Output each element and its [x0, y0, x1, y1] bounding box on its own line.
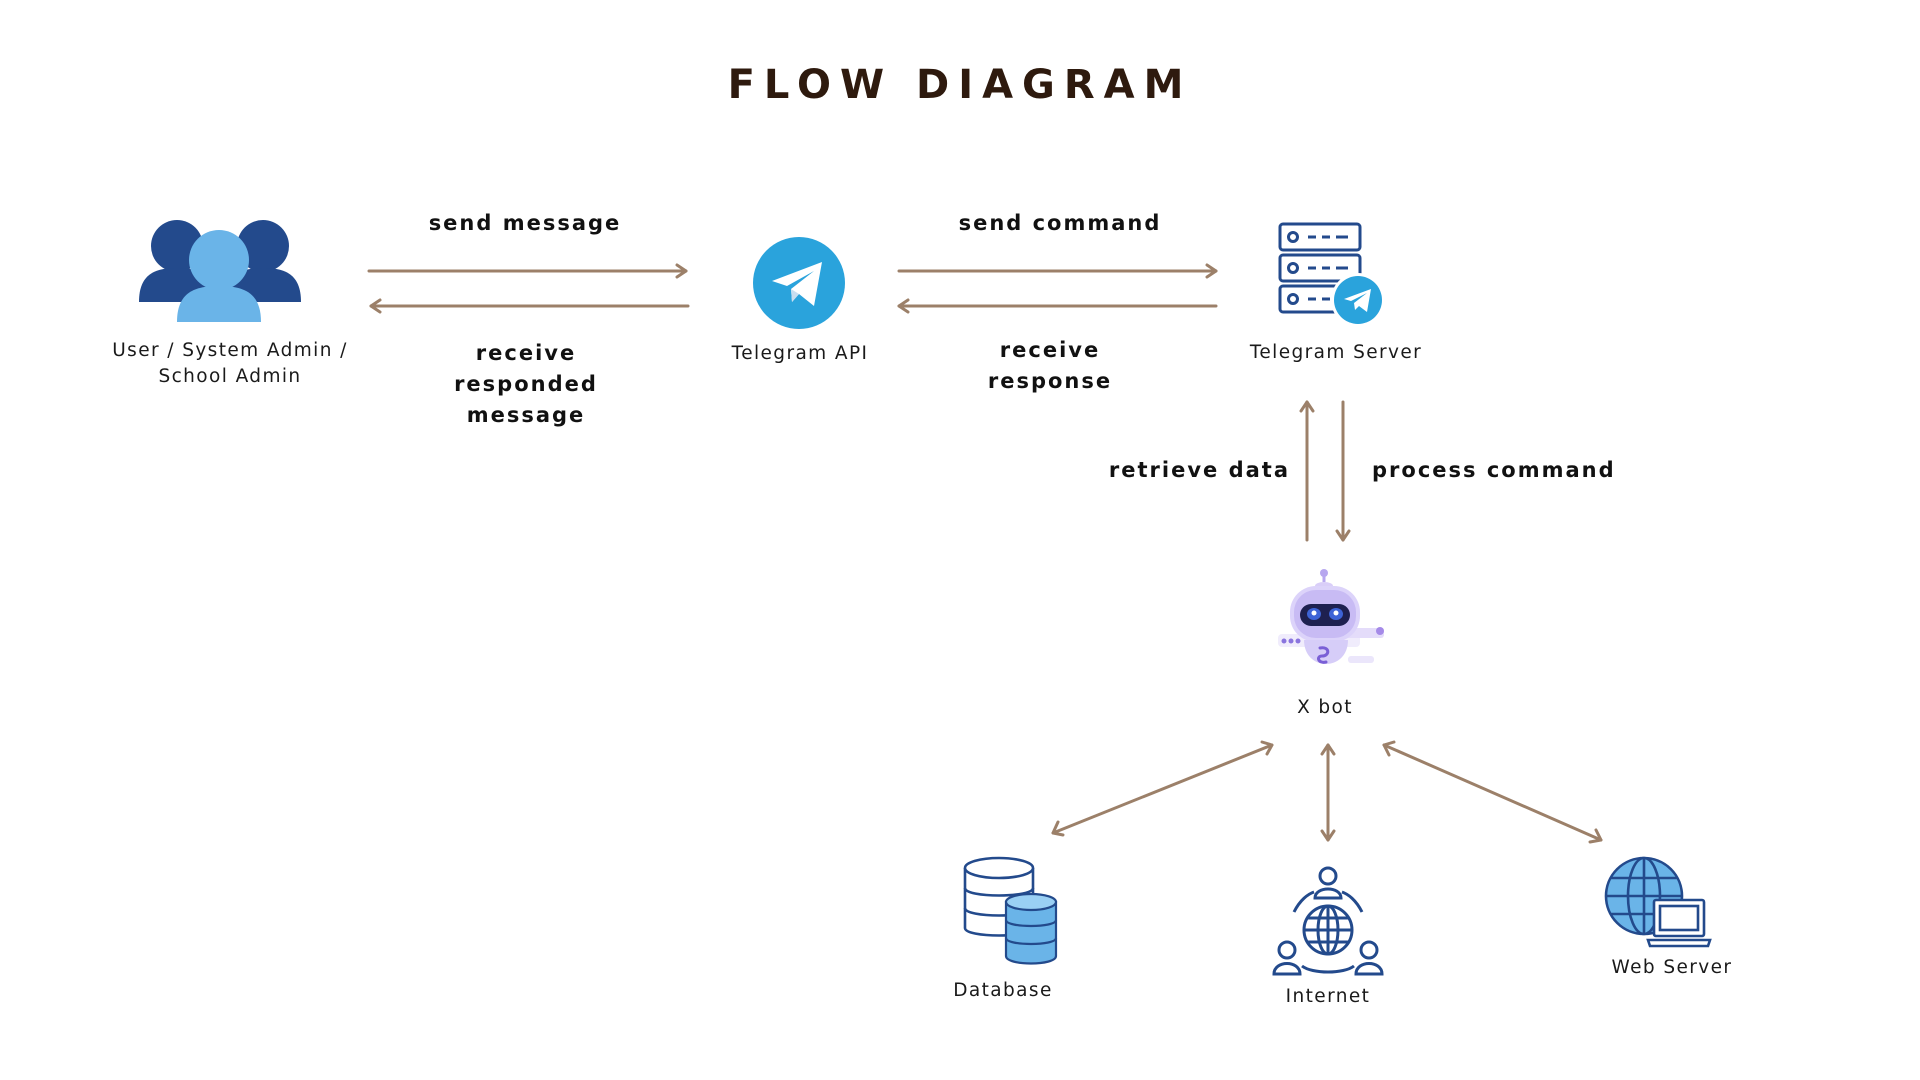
receive-responded-message-label: receive responded message [454, 341, 598, 427]
xbot-icon [1278, 569, 1384, 664]
arrow-receive-responded-message [369, 298, 690, 314]
web-server-label: Web Server [1611, 957, 1733, 978]
process-command-label: process command [1372, 458, 1616, 482]
users-icon [139, 220, 301, 322]
internet-label: Internet [1285, 986, 1371, 1007]
arrow-retrieve-data [1299, 400, 1315, 542]
telegram-api-label: Telegram API [731, 343, 869, 364]
retrieve-data-label: retrieve data [1108, 458, 1290, 482]
diagram-title: FLOW DIAGRAM [727, 62, 1193, 108]
database-icon [963, 856, 1058, 965]
arrow-send-message [367, 263, 688, 279]
send-command-label: send command [958, 211, 1162, 235]
arrow-send-command [897, 263, 1218, 279]
database-label: Database [953, 980, 1053, 1001]
telegram-server-label: Telegram Server [1249, 342, 1423, 363]
users-label: User / System Admin / School Admin [112, 340, 348, 387]
internet-icon [1272, 866, 1384, 976]
xbot-label: X bot [1297, 697, 1353, 718]
arrow-receive-response [897, 298, 1218, 314]
web-server-icon [1604, 856, 1712, 948]
arrow-process-command [1335, 400, 1351, 542]
telegram-api-icon [753, 237, 845, 329]
receive-response-label: receive response [987, 338, 1113, 393]
arrow-xbot-webserver [1382, 740, 1603, 844]
arrow-xbot-internet [1320, 743, 1336, 842]
arrow-xbot-database [1051, 740, 1274, 837]
send-message-label: send message [428, 211, 622, 235]
telegram-server-icon [1278, 222, 1385, 327]
